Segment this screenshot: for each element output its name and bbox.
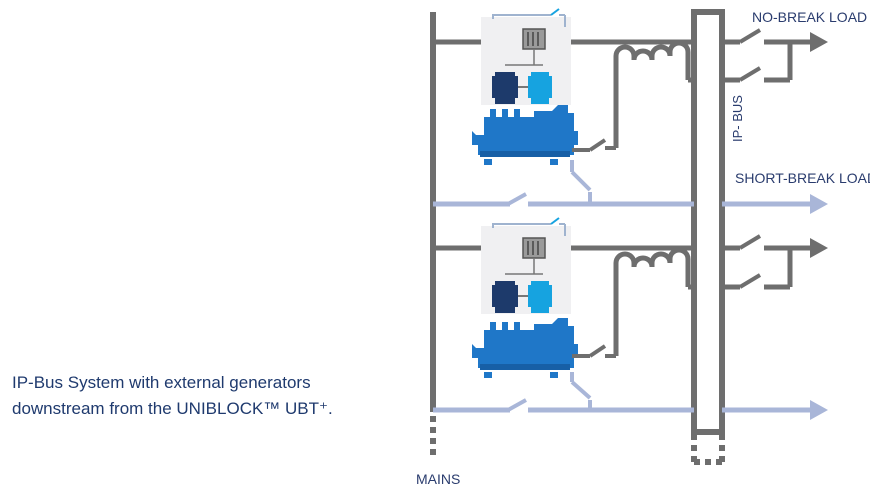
- choke-coil-icon: [616, 250, 688, 287]
- caption-line-2: downstream from the UNIBLOCK™ UBT⁺.: [12, 399, 333, 418]
- caption-line-1: IP-Bus System with external generators: [12, 373, 311, 392]
- mains-label: MAINS: [416, 471, 460, 487]
- motor-generator-icon: [480, 8, 572, 106]
- short-break-load-label: SHORT-BREAK LOAD: [735, 170, 870, 186]
- figure-caption: IP-Bus System with external generators d…: [12, 370, 392, 422]
- choke-coil-icon: [616, 43, 688, 80]
- lower-ups-section: [433, 217, 828, 420]
- no-break-load-label: NO-BREAK LOAD: [752, 9, 867, 25]
- diesel-engine-icon: [472, 105, 578, 165]
- motor-generator-icon: [480, 217, 572, 315]
- ip-bus-rail: [691, 9, 725, 435]
- diesel-engine-icon: [472, 318, 578, 378]
- ip-bus-label: IP- BUS: [730, 95, 745, 142]
- upper-ups-section: [433, 8, 828, 214]
